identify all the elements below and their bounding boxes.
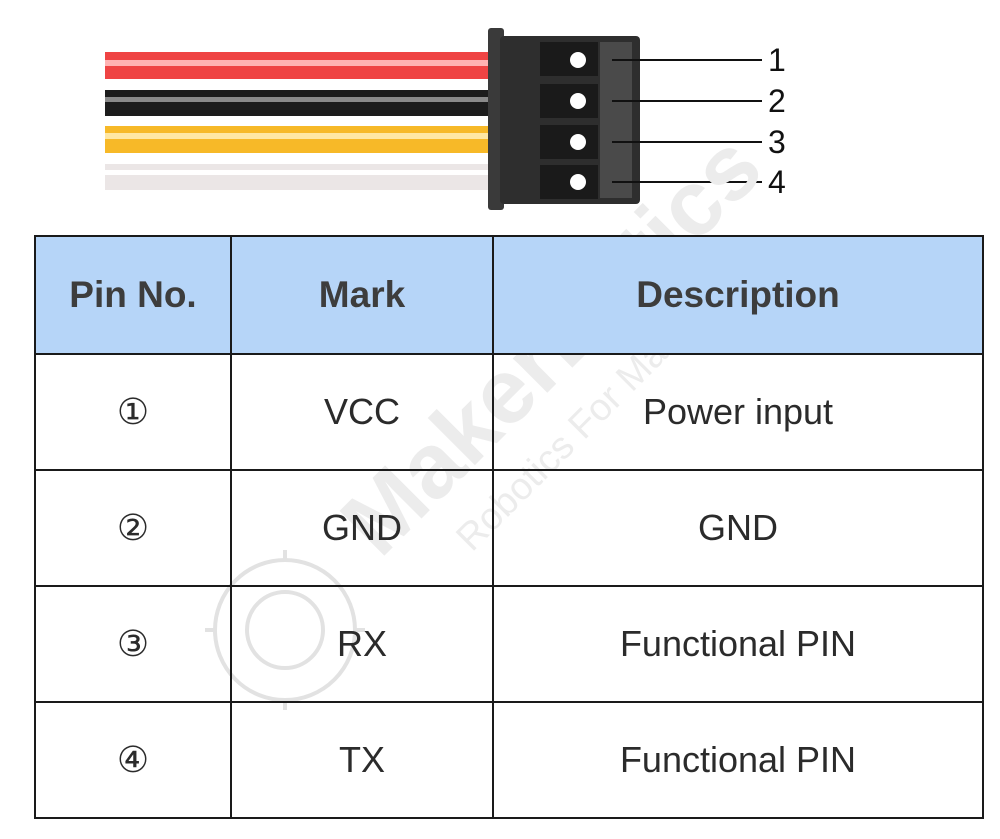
mark-cell: TX <box>230 701 494 819</box>
wire-white <box>105 164 495 190</box>
pin-number-label: 4 <box>768 164 786 200</box>
pin-number-cell: ② <box>34 469 232 587</box>
pin-number-label: 3 <box>768 124 786 160</box>
description-cell: Functional PIN <box>492 701 984 819</box>
description-cell: Functional PIN <box>492 585 984 703</box>
wire-red <box>105 52 495 79</box>
mark-cell: GND <box>230 469 494 587</box>
description-cell: GND <box>492 469 984 587</box>
table-row: ③ RX Functional PIN <box>34 585 984 703</box>
pin-number-cell: ④ <box>34 701 232 819</box>
wire-yellow <box>105 126 495 153</box>
mark-cell: RX <box>230 585 494 703</box>
pin-table: Pin No. Mark Description ① VCC Power inp… <box>34 235 984 819</box>
pin-leader-lines <box>612 59 762 183</box>
header-pin-no: Pin No. <box>34 235 232 355</box>
header-description: Description <box>492 235 984 355</box>
connector-illustration: 1 2 3 4 <box>0 0 1000 230</box>
connector-housing <box>488 28 640 210</box>
pin-number-label: 2 <box>768 83 786 119</box>
header-mark: Mark <box>230 235 494 355</box>
table-row: ① VCC Power input <box>34 353 984 471</box>
table-row: ④ TX Functional PIN <box>34 701 984 819</box>
connector-diagram <box>105 28 762 210</box>
pin-number-cell: ③ <box>34 585 232 703</box>
table-row: ② GND GND <box>34 469 984 587</box>
table-header-row: Pin No. Mark Description <box>34 235 984 355</box>
description-cell: Power input <box>492 353 984 471</box>
wire-black <box>105 90 495 116</box>
pin-number-label: 1 <box>768 42 786 78</box>
pin-number-cell: ① <box>34 353 232 471</box>
mark-cell: VCC <box>230 353 494 471</box>
